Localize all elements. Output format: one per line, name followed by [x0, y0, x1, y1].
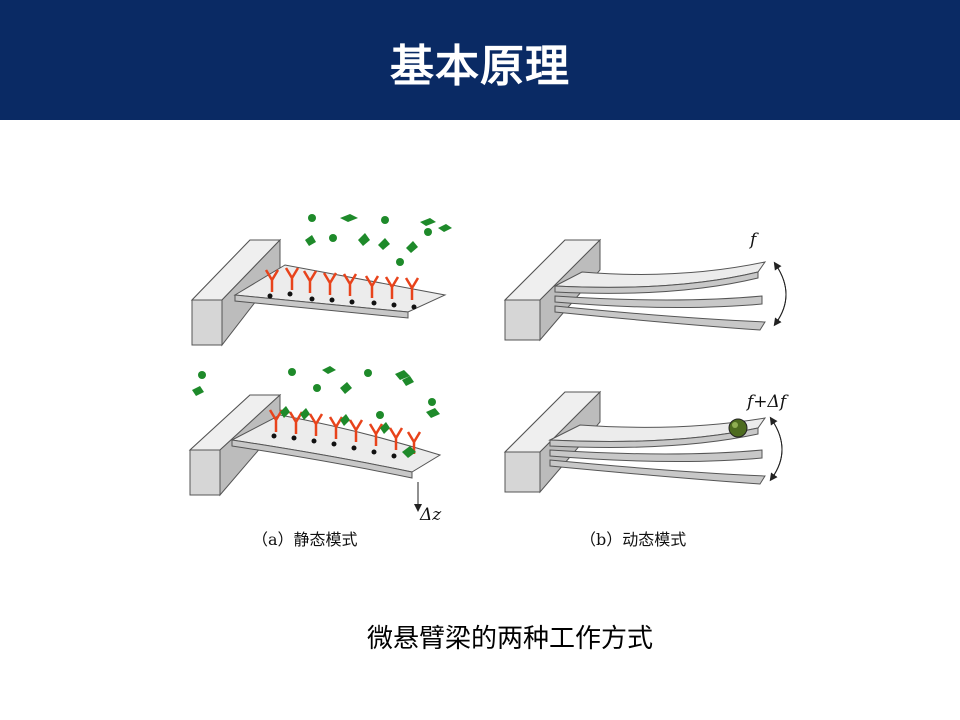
static-cantilever-bottom: Δz — [188, 366, 442, 525]
static-cantilever-top — [190, 214, 452, 347]
slide-title: 基本原理 — [390, 41, 570, 92]
delta-z-label: Δz — [419, 505, 442, 525]
dynamic-mode-label: （b）动态模式 — [580, 530, 686, 549]
dynamic-cantilever-bottom: f+Δf — [503, 390, 789, 494]
frequency-label: f — [748, 230, 759, 250]
mass-particle — [728, 418, 748, 438]
static-mode-label: （a）静态模式 — [252, 530, 358, 549]
cantilever-figure: Δz f f+Δf （a）静态模式 （b）动态模式 — [188, 214, 789, 549]
figure-caption: 微悬臂梁的两种工作方式 — [366, 624, 653, 654]
title-bar: 基本原理 — [0, 0, 960, 120]
frequency-shift-label: f+Δf — [745, 392, 789, 412]
dynamic-cantilever-top: f — [503, 230, 787, 342]
